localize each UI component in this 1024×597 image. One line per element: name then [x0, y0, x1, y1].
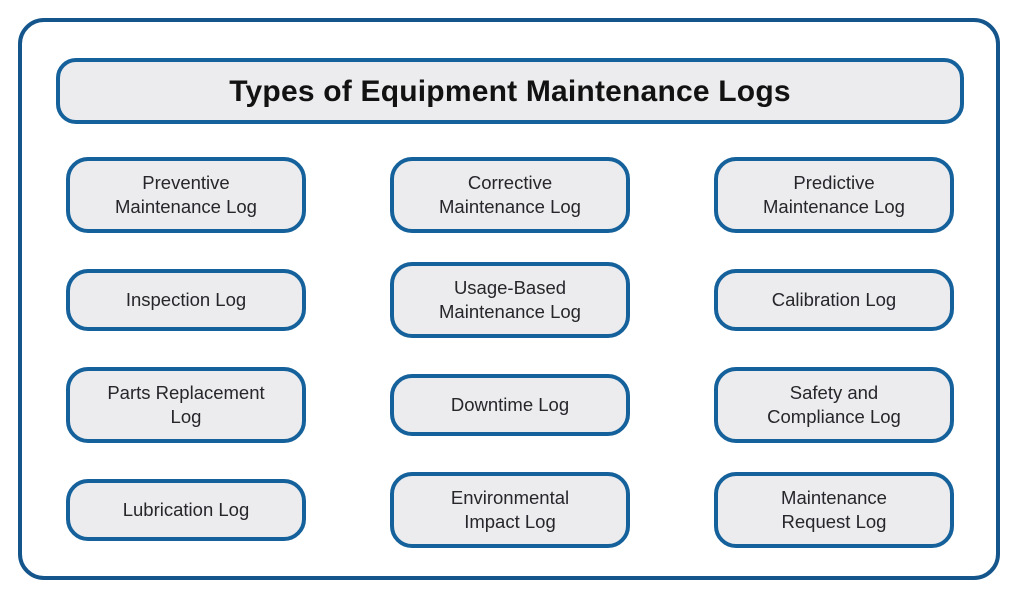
- log-card-downtime-log[interactable]: Downtime Log: [390, 373, 630, 436]
- log-card-inspection-log[interactable]: Inspection Log: [66, 268, 306, 331]
- log-card-label: Usage-Based Maintenance Log: [439, 277, 581, 322]
- grid-cell: Usage-Based Maintenance Log: [360, 247, 660, 352]
- grid-cell: Corrective Maintenance Log: [360, 142, 660, 247]
- grid-cell: Maintenance Request Log: [684, 457, 984, 562]
- grid-cell: Preventive Maintenance Log: [36, 142, 336, 247]
- diagram-frame: Types of Equipment Maintenance Logs Prev…: [18, 18, 1000, 580]
- grid-cell: Parts Replacement Log: [36, 352, 336, 457]
- page-title: Types of Equipment Maintenance Logs: [229, 74, 791, 108]
- log-card-label: Inspection Log: [125, 288, 247, 310]
- log-types-grid: Preventive Maintenance Log Corrective Ma…: [36, 142, 984, 562]
- log-card-environmental-impact-log[interactable]: Environmental Impact Log: [390, 471, 630, 548]
- log-card-safety-and-compliance-log[interactable]: Safety and Compliance Log: [714, 366, 954, 443]
- grid-cell: Downtime Log: [360, 352, 660, 457]
- diagram-title-box: Types of Equipment Maintenance Logs: [56, 58, 964, 124]
- log-card-maintenance-request-log[interactable]: Maintenance Request Log: [714, 471, 954, 548]
- grid-cell: Environmental Impact Log: [360, 457, 660, 562]
- grid-cell: Lubrication Log: [36, 457, 336, 562]
- log-card-corrective-maintenance-log[interactable]: Corrective Maintenance Log: [390, 156, 630, 233]
- log-card-lubrication-log[interactable]: Lubrication Log: [66, 478, 306, 541]
- grid-cell: Inspection Log: [36, 247, 336, 352]
- log-card-parts-replacement-log[interactable]: Parts Replacement Log: [66, 366, 306, 443]
- log-card-label: Calibration Log: [771, 288, 897, 310]
- grid-cell: Predictive Maintenance Log: [684, 142, 984, 247]
- grid-cell: Safety and Compliance Log: [684, 352, 984, 457]
- log-card-label: Environmental Impact Log: [450, 487, 570, 532]
- log-card-label: Predictive Maintenance Log: [763, 172, 905, 217]
- log-card-usage-based-maintenance-log[interactable]: Usage-Based Maintenance Log: [390, 261, 630, 338]
- log-card-preventive-maintenance-log[interactable]: Preventive Maintenance Log: [66, 156, 306, 233]
- log-card-label: Lubrication Log: [122, 498, 250, 520]
- log-card-label: Parts Replacement Log: [107, 382, 265, 427]
- log-card-label: Maintenance Request Log: [781, 487, 887, 532]
- log-card-label: Preventive Maintenance Log: [115, 172, 257, 217]
- log-card-label: Downtime Log: [450, 393, 570, 415]
- log-card-label: Safety and Compliance Log: [767, 382, 901, 427]
- log-card-predictive-maintenance-log[interactable]: Predictive Maintenance Log: [714, 156, 954, 233]
- grid-cell: Calibration Log: [684, 247, 984, 352]
- log-card-label: Corrective Maintenance Log: [439, 172, 581, 217]
- log-card-calibration-log[interactable]: Calibration Log: [714, 268, 954, 331]
